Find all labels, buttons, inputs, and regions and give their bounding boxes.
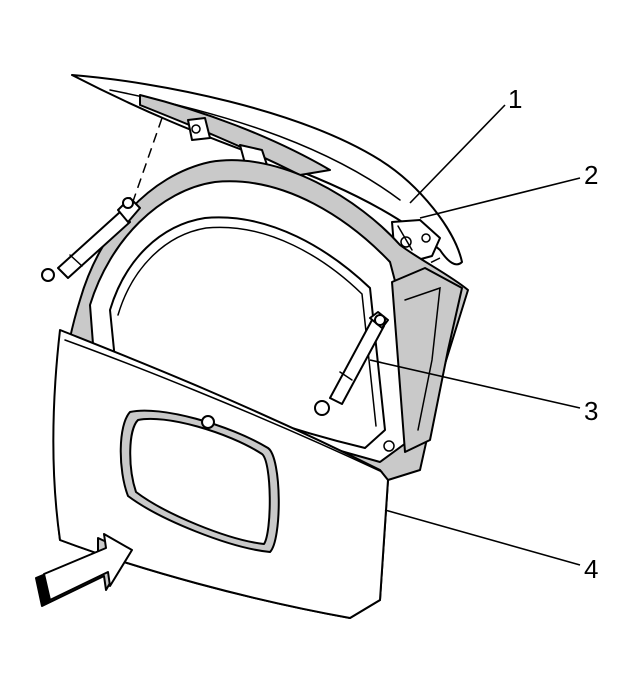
leader-line-4 [384,509,581,566]
alignment-line-left [129,117,163,211]
gas-strut-left [41,197,141,282]
leader-line-2 [419,177,581,219]
leader-line-3 [369,359,581,409]
gas-strut-right [314,311,389,416]
callout-1: 1 [508,84,522,114]
callout-3: 3 [584,396,598,426]
front-direction-arrow [35,533,133,607]
leader-line-1 [409,104,506,204]
liftgate-spoiler [71,74,463,266]
callout-2: 2 [584,160,598,190]
liftgate-body [52,159,469,619]
callout-4: 4 [584,554,598,584]
